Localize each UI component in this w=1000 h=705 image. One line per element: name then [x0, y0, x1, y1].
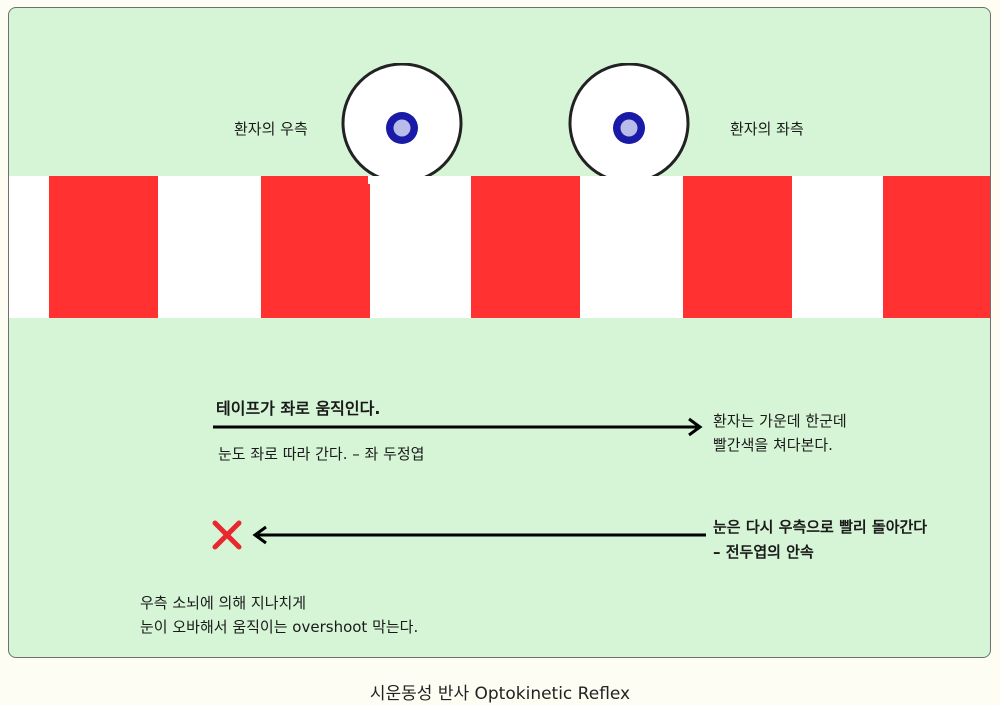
fast-phase-note: 눈은 다시 우측으로 빨리 돌아간다 – 전두엽의 안속	[713, 515, 927, 565]
slow-phase-subtitle: 눈도 좌로 따라 간다. – 좌 두정엽	[218, 445, 425, 463]
striped-tape	[9, 176, 990, 318]
x-mark-icon	[212, 520, 242, 550]
slow-phase-note: 환자는 가운데 한군데 빨간색을 쳐다본다.	[713, 409, 847, 457]
tape-eye-overlap	[595, 176, 663, 184]
red-stripe	[49, 176, 158, 318]
note-line: 눈이 오바해서 움직이는 overshoot 막는다.	[140, 618, 419, 636]
note-line: 빨간색을 쳐다본다.	[713, 436, 833, 454]
note-line: – 전두엽의 안속	[713, 543, 814, 561]
right-eye-icon	[341, 63, 463, 183]
diagram-panel: 환자의 우측 환자의 좌측 테이프가 좌로 움직인다. 눈도 좌로 따라 간다.…	[8, 7, 991, 658]
note-line: 눈은 다시 우측으로 빨리 돌아간다	[713, 518, 928, 536]
left-arrow-icon	[252, 525, 706, 545]
overshoot-note: 우측 소뇌에 의해 지나치게 눈이 오바해서 움직이는 overshoot 막는…	[140, 591, 418, 639]
tape-eye-overlap	[368, 176, 436, 184]
red-stripe	[261, 176, 370, 318]
note-line: 우측 소뇌에 의해 지나치게	[140, 594, 307, 612]
slow-phase-title: 테이프가 좌로 움직인다.	[216, 399, 381, 418]
right-arrow-icon	[213, 417, 703, 437]
red-stripe	[471, 176, 580, 318]
figure-caption: 시운동성 반사 Optokinetic Reflex	[369, 684, 631, 704]
red-stripe	[883, 176, 990, 318]
red-stripe	[683, 176, 792, 318]
note-line: 환자는 가운데 한군데	[713, 412, 847, 430]
patient-right-label: 환자의 우측	[234, 120, 308, 138]
patient-left-label: 환자의 좌측	[730, 120, 804, 138]
left-eye-icon	[568, 63, 690, 183]
